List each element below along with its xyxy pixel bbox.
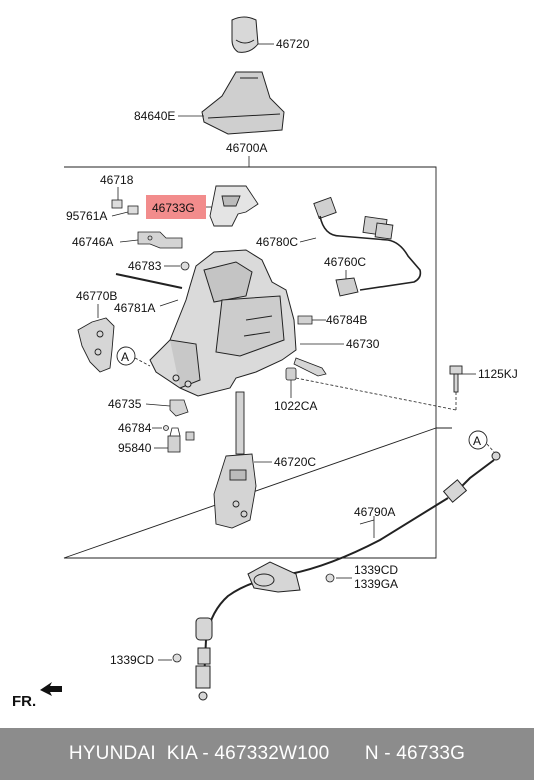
cable-46790A [195, 451, 501, 701]
label-46733G: 46733G [152, 201, 195, 215]
washer-46783 [180, 261, 190, 271]
lever-46720C [213, 391, 257, 529]
long-bolt [115, 273, 183, 289]
module-46760C [335, 277, 359, 297]
label-46784B: 46784B [326, 313, 367, 327]
label-46700A: 46700A [226, 141, 267, 155]
shift-knob [231, 16, 259, 53]
label-1339GA: 1339GA [354, 577, 398, 591]
label-1022CA: 1022CA [274, 399, 317, 413]
callout-A-1-text: A [121, 350, 129, 364]
label-46781A: 46781A [114, 301, 155, 315]
label-46760C: 46760C [324, 255, 366, 269]
label-46718: 46718 [100, 173, 134, 187]
label-46784: 46784 [118, 421, 152, 435]
label-95840: 95840 [118, 441, 152, 455]
highlight-46733G [146, 195, 206, 219]
parts-diagram: 46720 84640E 46700A 46718 95761A 46733G … [12, 16, 518, 710]
nut-1339GA [325, 573, 335, 583]
label-46735: 46735 [108, 397, 142, 411]
front-arrow-icon [40, 682, 62, 696]
footer-gap [333, 743, 360, 765]
label-46746A: 46746A [72, 235, 113, 249]
label-46770B: 46770B [76, 289, 117, 303]
callout-A-2 [468, 430, 488, 450]
label-46730: 46730 [346, 337, 380, 351]
footer-brand-part: HYUNDAI KIA - 467332W100 [68, 743, 330, 764]
harness-46780C [313, 196, 422, 291]
label-1339CD-b: 1339CD [110, 653, 154, 667]
label-46720C: 46720C [274, 455, 316, 469]
switch-46735 [169, 399, 189, 417]
clip-46784B [297, 315, 313, 325]
small-bracket-46718 [111, 199, 139, 215]
part-number-footer: HYUNDAI KIA - 467332W100 N - 46733G [0, 728, 534, 780]
nut-1022CA [285, 367, 297, 381]
bolt-1125KJ [449, 365, 463, 393]
label-46780C: 46780C [256, 235, 298, 249]
label-1339CD-a: 1339CD [354, 563, 398, 577]
footer-ref-number: N - 46733G [364, 743, 466, 764]
shifter-housing-46700A [149, 249, 297, 397]
lock-95840 [167, 427, 195, 453]
pin-46784 [163, 425, 169, 431]
lever-46730 [293, 357, 327, 377]
shift-boot [201, 71, 285, 135]
label-95761A: 95761A [66, 209, 107, 223]
front-indicator: FR. [12, 693, 36, 710]
label-46790A: 46790A [354, 505, 395, 519]
callout-A-1 [116, 346, 136, 366]
sensor-46746A [137, 231, 183, 249]
label-1125KJ: 1125KJ [478, 367, 518, 381]
label-46783: 46783 [128, 259, 162, 273]
indicator-panel-46733G [209, 185, 259, 227]
bracket-46770B [77, 317, 115, 373]
label-46720: 46720 [276, 37, 310, 51]
label-84640E: 84640E [134, 109, 175, 123]
callout-A-2-text: A [473, 434, 481, 448]
nut-1339CD [172, 653, 182, 663]
